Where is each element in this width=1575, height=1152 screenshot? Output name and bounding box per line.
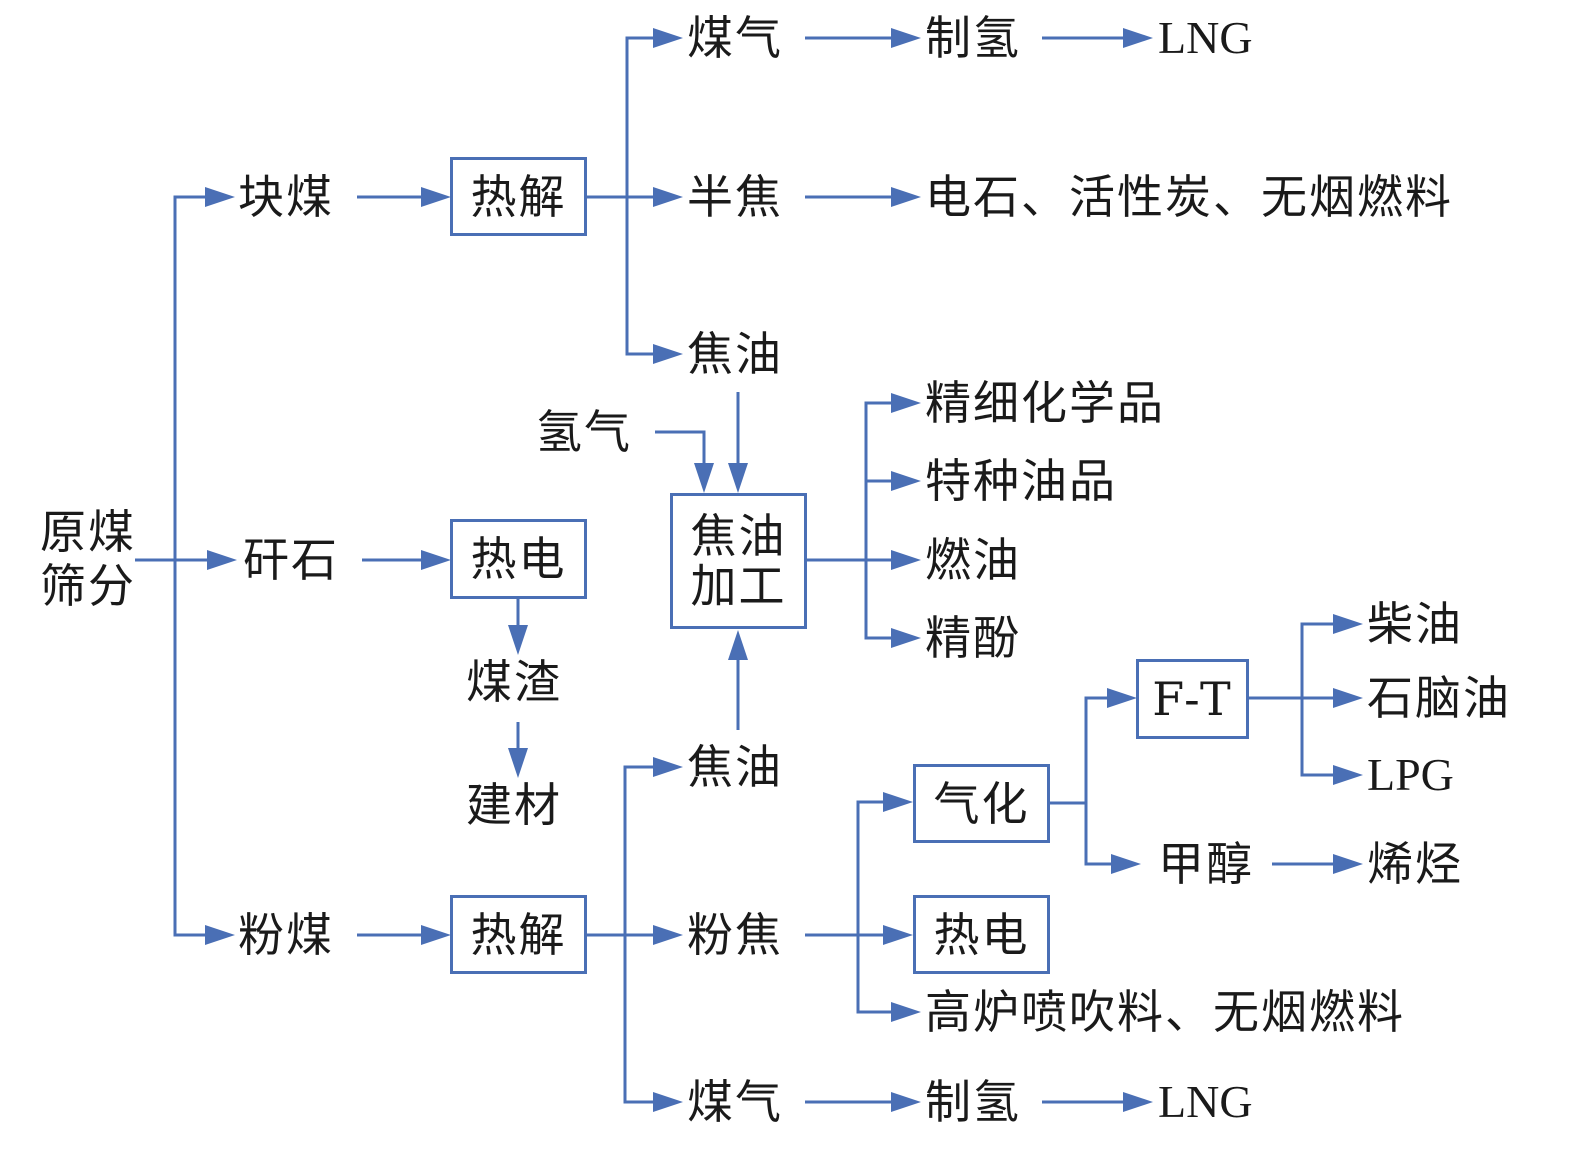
arrow-head (421, 550, 451, 570)
node-refined-phenol: 精酚 (925, 611, 1021, 665)
connector-top-split (625, 36, 660, 356)
node-methanol: 甲醇 (1158, 837, 1254, 891)
arrow-head (694, 463, 714, 493)
node-hydrogen-production-top: 制氢 (925, 11, 1021, 65)
node-gangue: 矸石 (243, 533, 339, 587)
node-tar-bottom: 焦油 (687, 740, 783, 794)
node-special-oils: 特种油品 (925, 454, 1117, 508)
arrow-head (1107, 688, 1137, 708)
node-building-materials: 建材 (466, 778, 562, 832)
arrow-head (508, 625, 528, 655)
tar-processing-line-1: 焦油 (690, 509, 787, 563)
box-gasification: 气化 (913, 764, 1050, 843)
box-pyrolysis-bottom: 热解 (450, 895, 587, 974)
arrow-head (891, 1092, 921, 1112)
arrow-head (653, 28, 683, 48)
arrow-head (508, 748, 528, 778)
node-fuel-oil: 燃油 (925, 533, 1021, 587)
node-lump-coal: 块煤 (238, 170, 334, 224)
arrow-head (421, 187, 451, 207)
arrow-head (883, 792, 913, 812)
connector-root-trunk (173, 195, 210, 937)
arrow-head (653, 925, 683, 945)
arrow-head (205, 187, 235, 207)
node-diesel: 柴油 (1367, 597, 1463, 651)
arrow-head (891, 628, 921, 648)
node-naphtha: 石脑油 (1367, 671, 1511, 725)
node-hydrogen-production-bottom: 制氢 (925, 1075, 1021, 1129)
node-powder-coke: 粉焦 (687, 908, 783, 962)
root-line-1: 原煤 (40, 505, 136, 559)
arrow-head (1333, 854, 1363, 874)
node-fine-chemicals: 精细化学品 (925, 376, 1165, 430)
connector-gasification-split (1084, 696, 1114, 866)
node-lpg: LPG (1367, 749, 1454, 800)
arrow-head (1111, 854, 1141, 874)
arrow-head (1123, 28, 1153, 48)
connector-ft-split (1300, 622, 1340, 777)
tar-processing-line-2: 加工 (690, 559, 787, 613)
arrow-head (728, 630, 748, 660)
arrow-head (883, 925, 913, 945)
node-coal-slag: 煤渣 (466, 655, 562, 709)
arrow-head (1333, 614, 1363, 634)
box-fischer-tropsch: F-T (1136, 659, 1249, 739)
node-lng-top: LNG (1158, 12, 1253, 63)
node-coal-gas-top: 煤气 (687, 11, 783, 65)
arrow-head (207, 550, 237, 570)
arrow-head (1333, 765, 1363, 785)
arrow-head (891, 1002, 921, 1022)
node-hydrogen-input: 氢气 (536, 405, 632, 459)
arrow-head (205, 925, 235, 945)
arrow-head (728, 463, 748, 493)
arrow-head (653, 344, 683, 364)
box-tar-processing: 焦油 加工 (670, 493, 807, 629)
arrow-head (891, 393, 921, 413)
node-powder-coal: 粉煤 (238, 908, 334, 962)
arrow-head (1123, 1092, 1153, 1112)
box-pyrolysis-top: 热解 (450, 157, 587, 236)
arrow-head (891, 550, 921, 570)
node-semi-coke-uses: 电石、活性炭、无烟燃料 (925, 170, 1453, 224)
root-raw-coal-screening: 原煤 筛分 (40, 505, 136, 613)
arrow-head (1333, 688, 1363, 708)
root-line-2: 筛分 (40, 559, 136, 613)
node-tar-top: 焦油 (687, 327, 783, 381)
arrow-head (421, 925, 451, 945)
arrow-head (891, 187, 921, 207)
arrow-head (891, 28, 921, 48)
connector-powdercoke-split (856, 800, 898, 1014)
box-power-gangue: 热电 (450, 519, 587, 599)
node-semi-coke: 半焦 (687, 170, 783, 224)
node-olefins: 烯烃 (1367, 837, 1463, 891)
node-coal-gas-bottom: 煤气 (687, 1075, 783, 1129)
arrow-head (653, 1092, 683, 1112)
arrow-head (891, 471, 921, 491)
node-lng-bottom: LNG (1158, 1076, 1253, 1127)
connector-processing-split (864, 401, 898, 640)
node-blast-furnace-fuel: 高炉喷吹料、无烟燃料 (925, 985, 1405, 1039)
connector-bottom-split (623, 765, 660, 1104)
arrow-head (653, 187, 683, 207)
box-power-powder-coke: 热电 (913, 895, 1050, 974)
arrow-head (653, 757, 683, 777)
connector-hydrogen-to-processing (655, 430, 706, 470)
